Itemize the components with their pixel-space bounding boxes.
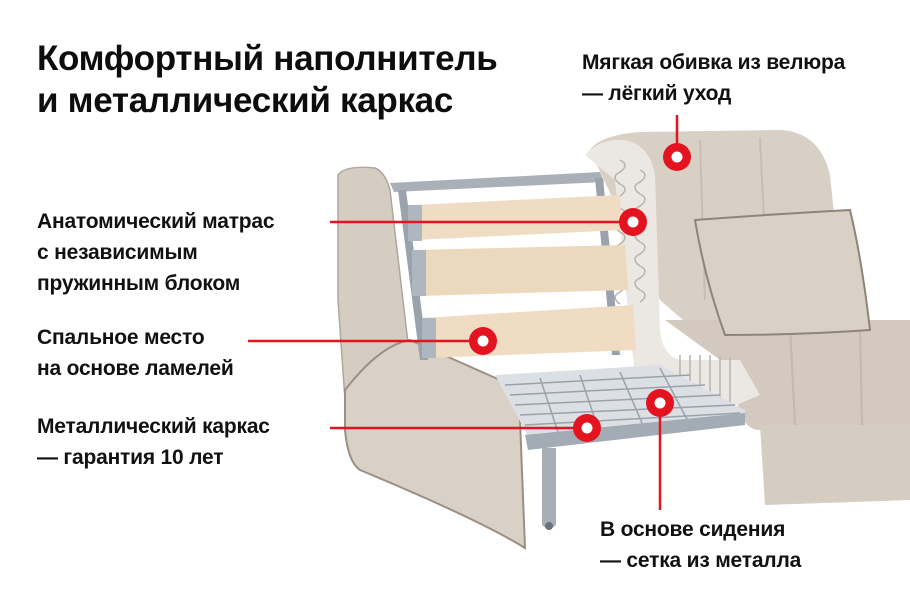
connector-lines	[248, 115, 679, 510]
callout-text: с независимым	[37, 241, 198, 264]
callout-text: пружинным блоком	[37, 272, 241, 295]
callout-text: Спальное место	[37, 326, 205, 349]
title-line-1: Комфортный наполнитель	[37, 39, 498, 78]
callout-upholstery: Мягкая обивка из велюра — лёгкий уход	[582, 47, 845, 109]
marker-lamellas	[469, 327, 497, 355]
marker-seat-mesh	[646, 389, 674, 417]
page-title: Комфортный наполнитель и металлический к…	[37, 38, 498, 122]
callout-text: на основе ламелей	[37, 357, 234, 380]
marker-metal-frame	[573, 414, 601, 442]
callout-text: — лёгкий уход	[582, 82, 732, 105]
marker-upholstery	[663, 143, 691, 171]
metal-mesh-frame	[495, 365, 745, 530]
callout-sleeping-place: Спальное место на основе ламелей	[37, 322, 234, 384]
lamella-frame	[390, 172, 636, 360]
callout-text: В основе сидения	[600, 518, 786, 541]
callout-seat-base: В основе сидения — сетка из металла	[600, 514, 801, 576]
callout-text: Металлический каркас	[37, 415, 270, 438]
callout-metal-frame: Металлический каркас — гарантия 10 лет	[37, 411, 270, 473]
callout-text: Анатомический матрас	[37, 210, 275, 233]
callout-text: — гарантия 10 лет	[37, 446, 224, 469]
marker-mattress	[619, 208, 647, 236]
callout-text: Мягкая обивка из велюра	[582, 51, 846, 74]
title-line-2: и металлический каркас	[37, 81, 453, 120]
callout-mattress: Анатомический матрас с независимым пружи…	[37, 206, 275, 299]
callout-text: — сетка из металла	[600, 549, 802, 572]
